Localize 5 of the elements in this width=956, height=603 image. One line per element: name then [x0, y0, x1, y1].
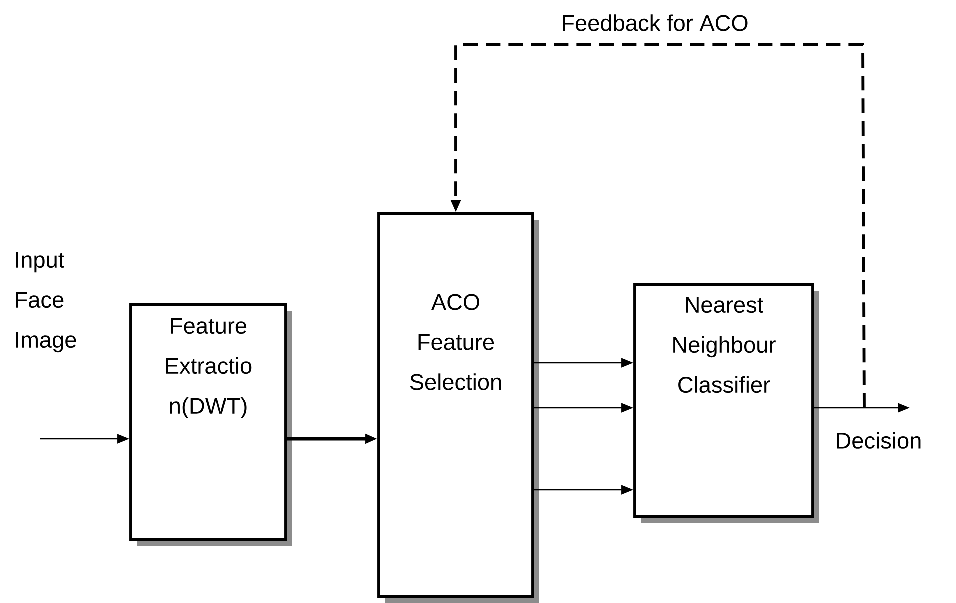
process-box: Nearest Neighbour Classifier [634, 284, 820, 523]
process-box: Feature Extractio n(DWT) [130, 304, 292, 546]
text-label: Input Face Image [16, 252, 76, 353]
process-box: ACO Feature Selection [378, 212, 539, 603]
edge-label: Feedback for ACO [560, 13, 750, 33]
